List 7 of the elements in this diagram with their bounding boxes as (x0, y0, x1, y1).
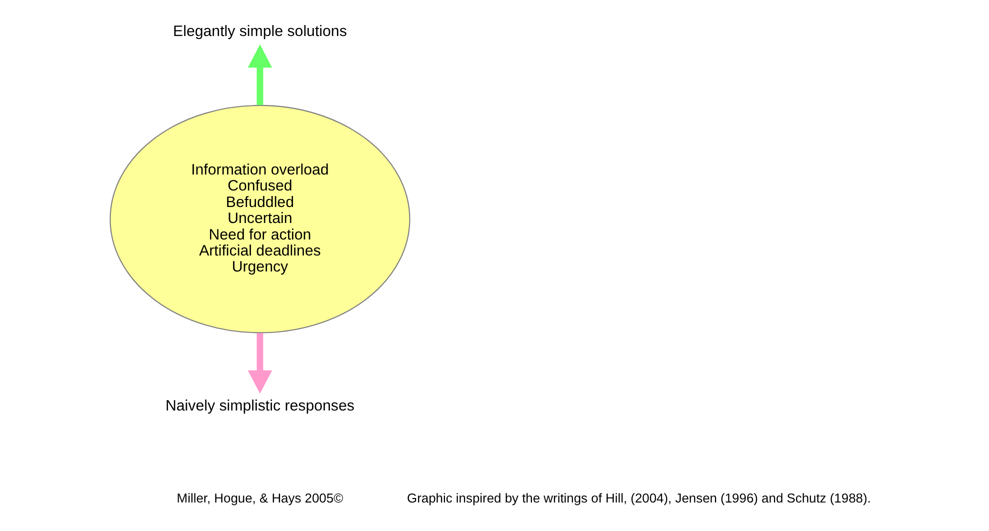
arrow (248, 333, 272, 394)
node-text: Naively simplistic responses (165, 397, 354, 414)
label: Miller, Hogue, & Hays 2005© (176, 490, 344, 506)
arrow (248, 44, 272, 106)
node-text: Elegantly simple solutions (173, 22, 347, 40)
node-ellipse: Information overload Confused Befuddled Uncertain Need for action Artificial deadlines Urgency (110, 104, 410, 334)
label: Graphic inspired by the writings of Hill, (2004), Jensen (1996) and Schutz (1988). (407, 490, 871, 506)
